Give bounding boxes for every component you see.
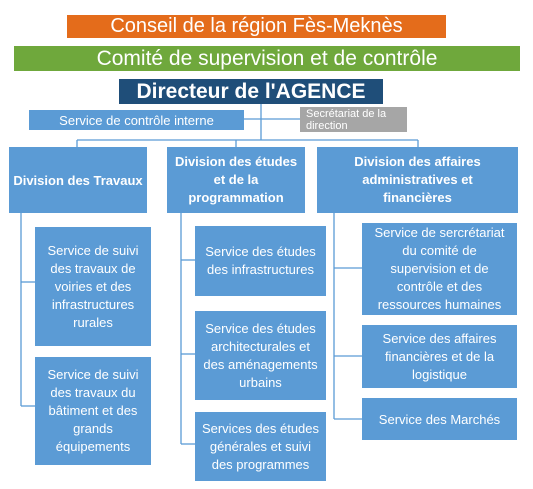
service-etudes-infra-label: Service des études des infrastructures <box>205 244 316 277</box>
division-affaires-label: Division des affaires administratives et… <box>354 154 481 205</box>
service-affaires-financieres-box: Service des affaires financières et de l… <box>362 325 517 388</box>
director-banner: Directeur de l'AGENCE <box>119 79 383 104</box>
service-etudes-generales-box: Services des études générales et suivi d… <box>195 412 326 481</box>
service-marches-box: Service des Marchés <box>362 398 517 440</box>
service-marches-label: Service des Marchés <box>378 411 501 427</box>
service-suivi-voiries-label: Service de suivi des travaux de voiries … <box>47 242 139 330</box>
secretariat-box: Secrétariat de la direction <box>300 107 407 132</box>
service-suivi-batiment-box: Service de suivi des travaux du bâtiment… <box>35 357 151 465</box>
secretariat-label: Secrétariat de la direction <box>306 107 387 132</box>
control-service-label: Service de contrôle interne <box>59 112 214 128</box>
service-etudes-archi-label: Service des études architecturales et de… <box>203 320 318 390</box>
director-label: Directeur de l'AGENCE <box>136 79 366 103</box>
division-etudes-label: Division des études et de la programmati… <box>174 154 298 205</box>
service-affaires-financieres-label: Service des affaires financières et de l… <box>382 330 497 382</box>
division-affaires-box: Division des affaires administratives et… <box>317 147 518 213</box>
division-etudes-box: Division des études et de la programmati… <box>167 147 305 213</box>
control-service-box: Service de contrôle interne <box>29 110 244 130</box>
service-secretariat-comite-box: Service de sercrétariat du comité de sup… <box>362 223 517 315</box>
division-travaux-box: Division des Travaux <box>9 147 147 213</box>
division-travaux-label: Division des Travaux <box>13 172 143 188</box>
service-suivi-voiries-box: Service de suivi des travaux de voiries … <box>35 227 151 346</box>
service-etudes-generales-label: Services des études générales et suivi d… <box>201 420 320 472</box>
committee-label: Comité de supervision et de contrôle <box>96 46 438 70</box>
council-banner: Conseil de la région Fès-Meknès <box>67 15 446 38</box>
council-label: Conseil de la région Fès-Meknès <box>110 15 403 37</box>
service-secretariat-comite-label: Service de sercrétariat du comité de sup… <box>374 225 505 312</box>
committee-banner: Comité de supervision et de contrôle <box>14 46 520 71</box>
service-etudes-archi-box: Service des études architecturales et de… <box>195 311 326 400</box>
service-etudes-infra-box: Service des études des infrastructures <box>195 226 326 296</box>
service-suivi-batiment-label: Service de suivi des travaux du bâtiment… <box>47 367 139 454</box>
